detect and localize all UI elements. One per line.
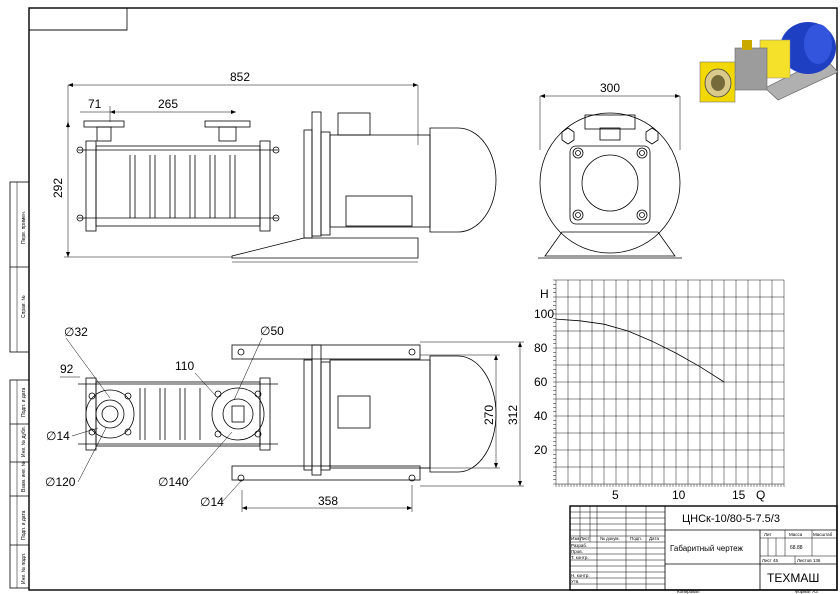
col-lit: Лит (764, 532, 772, 537)
chart-x-tick-label: 15 (732, 488, 746, 502)
chart-grid (553, 279, 785, 487)
rev-h-list: Лист (580, 536, 590, 541)
dim-312: 312 (506, 405, 520, 425)
chart-series-line (555, 318, 725, 383)
dim-71: 71 (88, 97, 102, 111)
dim-d14a: ∅14 (46, 429, 70, 443)
doc-designation: ЦНСк-10/80-5-7.5/3 (682, 513, 780, 525)
side-view: 852 71 265 292 (51, 70, 497, 263)
dim-d120: ∅120 (45, 475, 76, 489)
dim-300: 300 (600, 81, 620, 95)
role-tkontr: Т. контр. (571, 555, 589, 560)
performance-chart: 20 40 60 80 100 5 10 15 H Q (534, 279, 785, 502)
sheet-number: Лист 45 (762, 558, 779, 563)
dim-d50: ∅50 (260, 324, 284, 338)
dim-110: 110 (175, 359, 194, 373)
chart-y-tick-label: 40 (534, 409, 548, 423)
format-label: Формат A3 (795, 589, 818, 594)
rev-h-izm: Изм (571, 536, 579, 541)
rev-h-sign: Подп. (630, 536, 642, 541)
mass-value: 68.88 (790, 545, 803, 551)
chart-x-tick-label: 5 (612, 488, 619, 502)
stamp-7: Инв. № подл. (21, 553, 27, 584)
stamp-3: Подп. и дата (21, 387, 27, 417)
stamp-2: Справ. № (21, 295, 27, 318)
company-name: ТЕХМАШ (767, 571, 819, 585)
chart-y-label: H (540, 287, 549, 301)
role-nkontr: Н. контр. (571, 573, 590, 578)
chart-y-tick-label: 20 (534, 443, 548, 457)
side-stamp-column: Перв. примен. Справ. № Подп. и дата Инв.… (9, 181, 30, 589)
dim-d32: ∅32 (64, 325, 88, 339)
sheet-total: Листов 136 (797, 558, 821, 563)
chart-x-label: Q (756, 488, 765, 502)
dim-92: 92 (60, 362, 74, 376)
dim-d14b: ∅14 (200, 495, 224, 509)
chart-y-tick-label: 60 (534, 375, 548, 389)
stamp-5: Взам. инв. № (21, 461, 27, 492)
col-scale: Масштаб (813, 532, 833, 537)
chart-y-tick-label: 100 (534, 307, 554, 321)
dim-358: 358 (318, 494, 338, 508)
doc-name: Габаритный чертеж (670, 544, 743, 553)
dim-265: 265 (158, 97, 178, 111)
top-view: ∅32 ∅50 92 110 ∅14 ∅120 ∅140 ∅14 358 270… (45, 324, 524, 512)
rev-h-doc: № докум. (600, 536, 620, 541)
title-block: Изм Лист № докум. Подп. Дата Разраб. Про… (569, 505, 838, 594)
chart-x-tick-label: 10 (672, 488, 686, 502)
copied-label: Копировал (677, 589, 700, 594)
col-mass: Масса (789, 532, 803, 537)
front-view: 300 (538, 81, 682, 259)
chart-x-ticks: 5 10 15 (612, 488, 746, 502)
role-utv: Утв. (571, 579, 580, 584)
stamp-4: Инв. № дубл. (21, 426, 27, 457)
role-razrab: Разраб. (571, 543, 587, 548)
stamp-6: Подп. и дата (21, 510, 27, 540)
dim-292: 292 (51, 178, 65, 198)
dim-852: 852 (230, 70, 250, 84)
chart-y-tick-label: 80 (534, 341, 548, 355)
pump-3d-render (699, 22, 839, 103)
dim-270: 270 (482, 405, 496, 425)
role-prov: Пров. (571, 549, 583, 554)
rev-h-date: Дата (649, 536, 659, 541)
dim-d140: ∅140 (158, 475, 189, 489)
stamp-1: Перв. примен. (21, 211, 27, 244)
chart-y-ticks: 20 40 60 80 100 (534, 307, 554, 457)
